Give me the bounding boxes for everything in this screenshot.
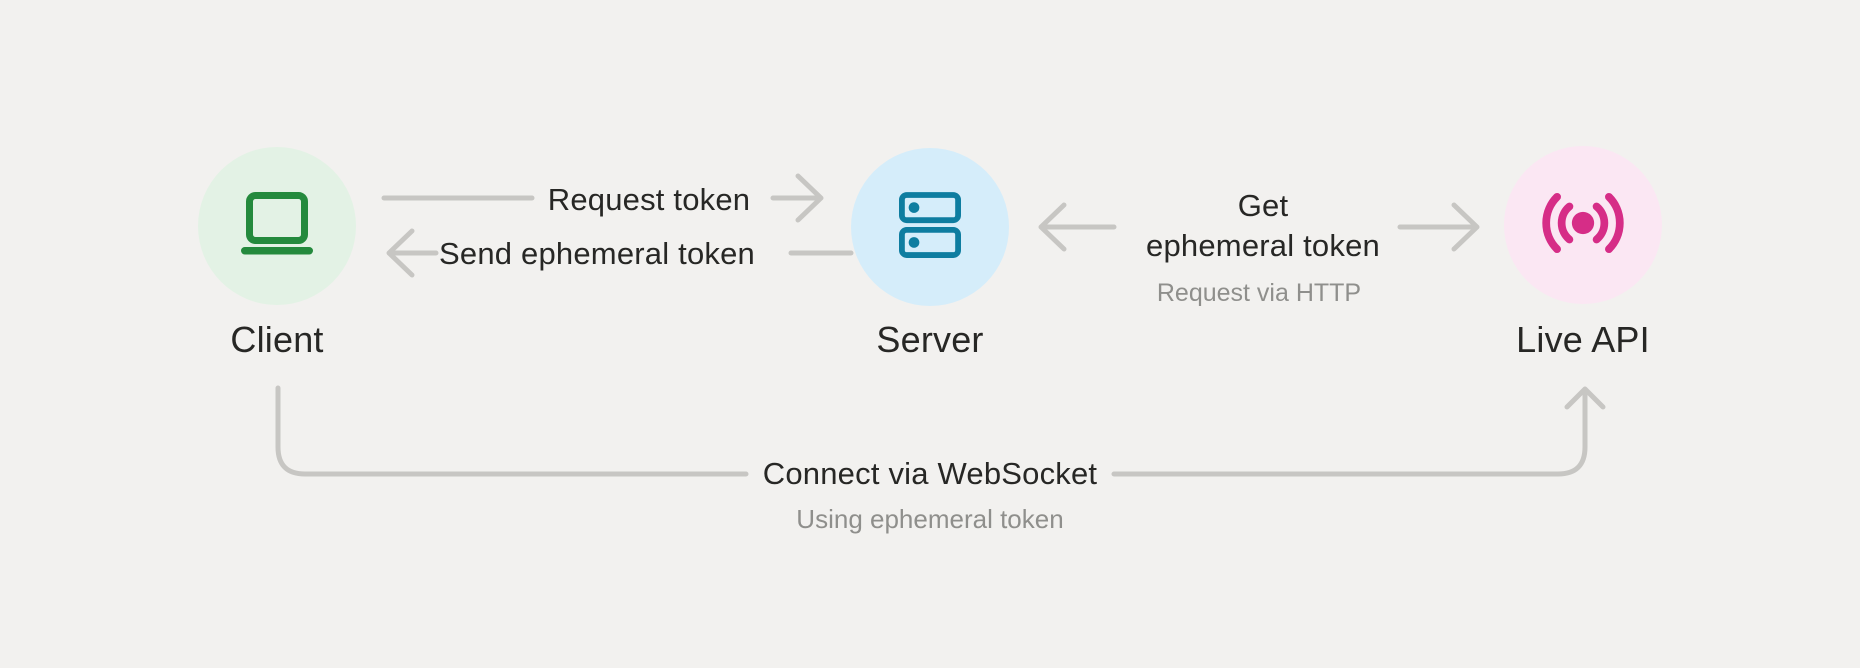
edge-label-connect-via-websocket: Connect via WebSocket	[762, 456, 1098, 491]
get-token-arrow-left	[1038, 202, 1117, 252]
websocket-path-right	[1111, 387, 1588, 477]
node-server	[851, 148, 1009, 306]
edge-label-get-line1: Get	[1237, 188, 1289, 223]
websocket-path-left	[275, 385, 749, 477]
websocket-arrowhead-up	[1564, 386, 1606, 410]
edge-label-get-line2: ephemeral token	[1146, 228, 1380, 263]
edge-sublabel-request-via-http: Request via HTTP	[1156, 279, 1362, 307]
request-token-arrow-right	[770, 173, 824, 223]
node-server-label: Server	[876, 319, 984, 360]
node-client-label: Client	[230, 319, 324, 360]
server-icon	[899, 191, 961, 263]
live-broadcast-icon	[1539, 191, 1627, 260]
edge-label-get-ephemeral-token: Get ephemeral token	[1146, 186, 1380, 266]
node-live-api	[1504, 146, 1662, 304]
node-live-api-label: Live API	[1516, 319, 1650, 360]
send-token-arrow-left	[386, 228, 439, 278]
laptop-icon	[241, 192, 313, 260]
node-client	[198, 147, 356, 305]
edge-sublabel-using-ephemeral-token: Using ephemeral token	[796, 504, 1064, 534]
get-token-arrow-right	[1397, 202, 1480, 252]
edge-label-request-token: Request token	[547, 182, 751, 217]
edge-label-send-ephemeral-token: Send ephemeral token	[439, 236, 755, 271]
